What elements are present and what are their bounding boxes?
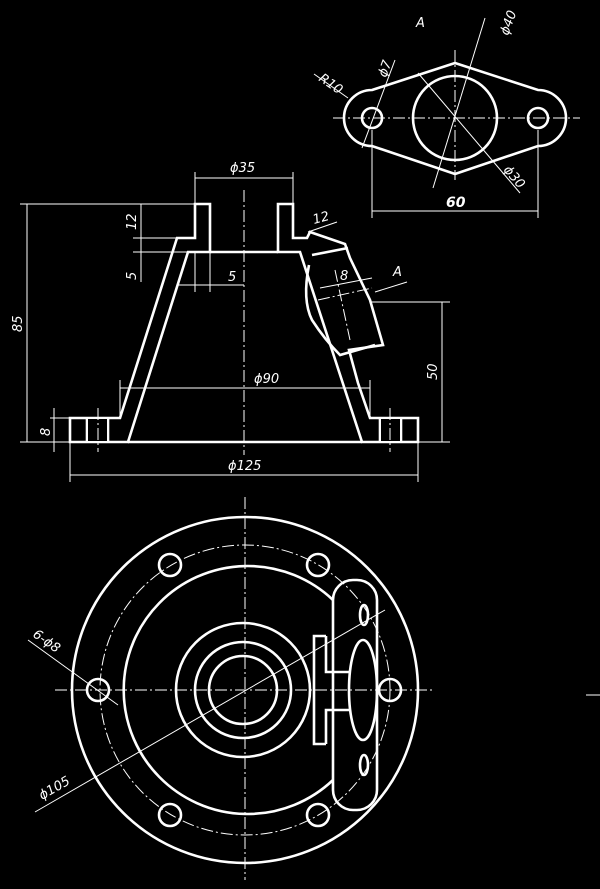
view-a: A ϕ40 R10 ϕ7 ϕ30 60 (313, 9, 580, 218)
dim-h5: 5 (125, 272, 140, 280)
dim-d90: ϕ90 (254, 372, 279, 387)
dim-holes: 6-ϕ8 (30, 627, 63, 656)
base-hole (157, 802, 183, 828)
dim-boss12: 12 (311, 209, 331, 228)
view-arrow-label: A (392, 265, 402, 280)
dim-d125: ϕ125 (228, 459, 261, 474)
dim-w60: 60 (446, 195, 466, 211)
dim-d30: ϕ30 (500, 163, 528, 192)
base-hole (305, 552, 331, 578)
base-hole (157, 552, 183, 578)
dim-h12: 12 (125, 213, 140, 230)
top-view: 6-ϕ8 ϕ105 (27, 497, 600, 880)
section-right-wall (276, 202, 420, 444)
dim-boss8: 8 (340, 269, 348, 284)
dim-d35: ϕ35 (230, 161, 255, 176)
view-a-label: A (415, 16, 425, 31)
rib (312, 634, 326, 746)
dim-w5: 5 (228, 270, 236, 285)
boss-passage (304, 264, 376, 357)
dim-d105: ϕ105 (37, 774, 73, 804)
dim-d7: ϕ7 (376, 58, 396, 80)
dim-d40: ϕ40 (498, 9, 521, 38)
section-left-wall (68, 202, 212, 444)
front-section-view: ϕ35 85 12 5 5 ϕ90 ϕ125 8 50 12 8 A (11, 161, 450, 482)
dim-h85: 85 (11, 315, 26, 332)
base-hole (305, 802, 331, 828)
dim-h50: 50 (426, 363, 441, 380)
side-flange (331, 578, 379, 812)
dim-h8: 8 (39, 428, 54, 436)
dim-r10: R10 (316, 71, 346, 98)
